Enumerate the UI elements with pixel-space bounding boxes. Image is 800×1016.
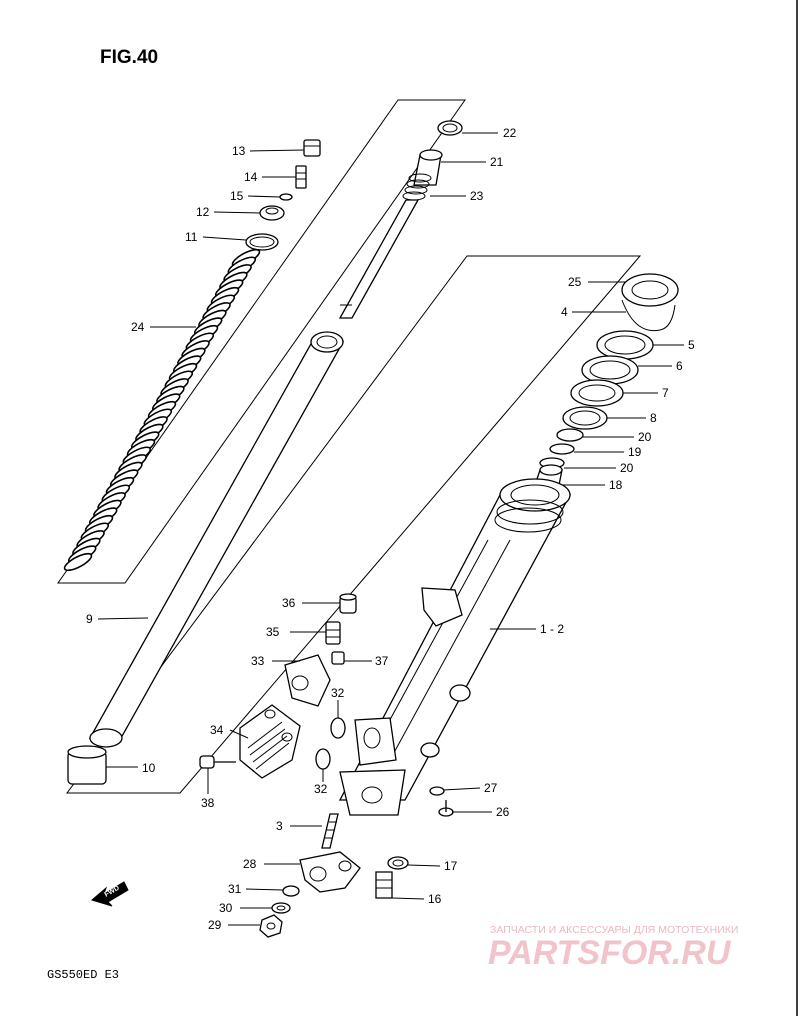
drain-washer: [429, 786, 445, 796]
o-ring-32-upper: [330, 717, 346, 739]
spring-coil: [63, 552, 93, 572]
valve-screw: [331, 651, 345, 665]
callout-24: 24: [131, 320, 145, 334]
callout-17: 17: [444, 859, 458, 873]
figure-title: FIG.40: [100, 47, 158, 68]
callout-34: 34: [210, 723, 224, 737]
callout-28: 28: [243, 857, 257, 871]
callout-26: 26: [496, 805, 510, 819]
anti-dive-body: [239, 704, 301, 779]
stopper-ring: [621, 299, 676, 332]
spring-group-frame: [57, 99, 466, 584]
callout-27: 27: [484, 781, 498, 795]
watermark-caption: ЗАПЧАСТИ И АКСЕССУАРЫ ДЛЯ МОТОТЕХНИКИ: [490, 924, 738, 936]
callout-12: 12: [196, 205, 210, 219]
inner-tube-assembly: [67, 331, 345, 785]
caliper-mount: [354, 717, 397, 766]
callout-19: 19: [628, 445, 642, 459]
callout-14: 14: [244, 170, 258, 184]
callout-38: 38: [201, 796, 215, 810]
o-ring-32-lower: [315, 748, 331, 770]
damper-rod: [338, 199, 420, 319]
watermark: ЗАПЧАСТИ И АКСЕССУАРЫ ДЛЯ МОТОТЕХНИКИ PA…: [488, 924, 738, 972]
callout-15: 15: [230, 189, 244, 203]
axle-clamp: [299, 851, 361, 893]
clamp-bolt: [375, 871, 393, 899]
callout-33: 33: [251, 654, 265, 668]
callout-25: 25: [568, 275, 582, 289]
callout-labels: 13 14 15 12 11 24 9 10 22 21 23 25 4 5 6…: [86, 126, 695, 932]
adjuster-screw: [295, 165, 307, 189]
leader-lines: [97, 132, 684, 926]
lower-boss: [449, 684, 471, 702]
callout-32-upper: 32: [331, 686, 345, 700]
callout-37: 37: [375, 654, 389, 668]
stud: [321, 813, 339, 849]
cap-bolt: [303, 139, 321, 157]
callout-5: 5: [688, 338, 695, 352]
fender-boss: [421, 587, 463, 627]
fork-spring: [63, 248, 261, 572]
callout-20-lower: 20: [620, 461, 634, 475]
callout-22: 22: [503, 126, 517, 140]
callout-23: 23: [470, 189, 484, 203]
clamp-washer: [387, 856, 409, 870]
callout-7: 7: [662, 386, 669, 400]
nut: [259, 914, 283, 938]
callout-30: 30: [219, 901, 233, 915]
axle-holder: [339, 769, 406, 816]
callout-16: 16: [428, 892, 442, 906]
watermark-brand: PARTSFOR.RU: [488, 934, 732, 972]
damper-rod-assembly: [338, 120, 463, 319]
callout-11: 11: [185, 230, 198, 244]
drain-screw: [438, 800, 454, 817]
seal-stack: [529, 273, 679, 501]
fwd-arrow-icon: FWD: [90, 881, 129, 907]
callout-1-2: 1 - 2: [540, 622, 564, 636]
callout-20-upper: 20: [638, 430, 652, 444]
o-ring-small: [279, 193, 293, 201]
drain-boss: [420, 742, 440, 758]
bleeder-valve: [325, 621, 341, 645]
callout-10: 10: [142, 761, 156, 775]
gasket-ring: [549, 443, 575, 455]
rod-ring: [437, 120, 463, 136]
callout-3: 3: [276, 819, 283, 833]
o-ring-large: [245, 233, 279, 251]
mount-bolt: [199, 755, 215, 769]
spring-washer: [282, 885, 300, 897]
callout-6: 6: [676, 359, 683, 373]
oil-lock-ring: [556, 428, 584, 442]
dust-seal: [621, 273, 679, 307]
callout-31: 31: [228, 882, 242, 896]
cap-bolt-assembly: [245, 139, 321, 251]
callout-4: 4: [561, 305, 568, 319]
callout-18: 18: [609, 478, 623, 492]
anti-dive-valve: [199, 593, 357, 779]
axle-holder-parts: [259, 813, 409, 938]
inner-tube-group-frame: [66, 255, 642, 794]
callout-13: 13: [232, 144, 246, 158]
callout-35: 35: [266, 625, 280, 639]
callout-9: 9: [86, 612, 93, 626]
callout-29: 29: [208, 918, 222, 932]
model-code: GS550ED E3: [47, 968, 119, 982]
outer-tube: [338, 478, 572, 816]
plain-washer: [271, 902, 291, 914]
callout-36: 36: [282, 596, 296, 610]
callout-32-lower: 32: [314, 782, 328, 796]
callout-21: 21: [490, 155, 504, 169]
callout-8: 8: [650, 411, 657, 425]
